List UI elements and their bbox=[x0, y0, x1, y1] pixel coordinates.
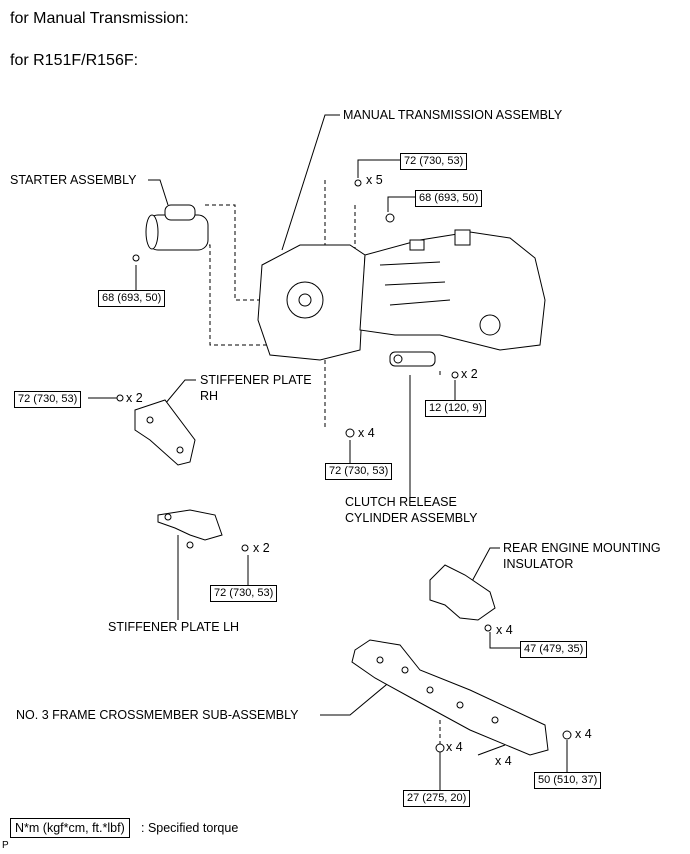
rear-mount-drawing bbox=[429, 564, 496, 632]
torque-box-crossmember-right: 50 (510, 37) bbox=[534, 772, 602, 789]
torque-box-stiffener-lh: 72 (730, 53) bbox=[210, 585, 278, 602]
torque-box-starter: 68 (693, 50) bbox=[98, 290, 166, 307]
label-stiffener-rh-line1: STIFFENER PLATE bbox=[200, 373, 312, 387]
label-clutch-line2: CYLINDER ASSEMBLY bbox=[345, 511, 478, 525]
leader-transmission bbox=[281, 114, 340, 251]
torque-box-mid: 72 (730, 53) bbox=[325, 463, 393, 480]
label-starter: STARTER ASSEMBLY bbox=[10, 173, 137, 187]
legend-unit-box: N*m (kgf*cm, ft.*lbf) bbox=[10, 818, 130, 838]
leader-rear-mount bbox=[469, 547, 500, 586]
crossmember-drawing bbox=[351, 639, 572, 756]
torque-box-crossmember-left: 27 (275, 20) bbox=[403, 790, 471, 807]
label-crossmember: NO. 3 FRAME CROSSMEMBER SUB-ASSEMBLY bbox=[16, 708, 299, 722]
qty-crossmember-1: x 4 bbox=[446, 740, 463, 754]
stiffener-lh-drawing bbox=[157, 509, 249, 552]
torque-box-stiffener-rh: 72 (730, 53) bbox=[14, 391, 82, 408]
qty-clutch: x 2 bbox=[461, 367, 478, 381]
qty-stiffener-rh: x 2 bbox=[126, 391, 143, 405]
header-line-1: for Manual Transmission: bbox=[10, 10, 189, 27]
header-line-2: for R151F/R156F: bbox=[10, 52, 139, 69]
clutch-cylinder-drawing bbox=[389, 351, 459, 379]
torque-box-top-2: 68 (693, 50) bbox=[415, 190, 483, 207]
label-manual-transmission: MANUAL TRANSMISSION ASSEMBLY bbox=[343, 108, 563, 122]
torque-box-top: 72 (730, 53) bbox=[400, 153, 468, 170]
label-rear-mount-line2: INSULATOR bbox=[503, 557, 574, 571]
label-rear-mount-line1: REAR ENGINE MOUNTING bbox=[503, 541, 661, 555]
leader-crossmember bbox=[320, 679, 393, 716]
torque-box-rear-mount: 47 (479, 35) bbox=[520, 641, 588, 658]
torque-box-clutch: 12 (120, 9) bbox=[425, 400, 487, 417]
qty-rear-mount: x 4 bbox=[496, 623, 513, 637]
leader-stiffener-rh bbox=[159, 379, 196, 411]
label-stiffener-lh: STIFFENER PLATE LH bbox=[108, 620, 240, 634]
qty-crossmember-3: x 4 bbox=[575, 727, 592, 741]
corner-mark: P bbox=[2, 840, 9, 851]
legend-text: : Specified torque bbox=[141, 821, 239, 835]
leader-starter bbox=[148, 179, 169, 206]
label-clutch-line1: CLUTCH RELEASE bbox=[345, 495, 457, 509]
qty-mid: x 4 bbox=[358, 426, 375, 440]
starter-assembly-drawing bbox=[132, 204, 209, 262]
transmission-drawing bbox=[257, 179, 546, 361]
qty-crossmember-2: x 4 bbox=[495, 754, 512, 768]
stiffener-rh-drawing bbox=[116, 394, 196, 466]
qty-stiffener-lh: x 2 bbox=[253, 541, 270, 555]
label-stiffener-rh-line2: RH bbox=[200, 389, 219, 403]
qty-top: x 5 bbox=[366, 173, 383, 187]
